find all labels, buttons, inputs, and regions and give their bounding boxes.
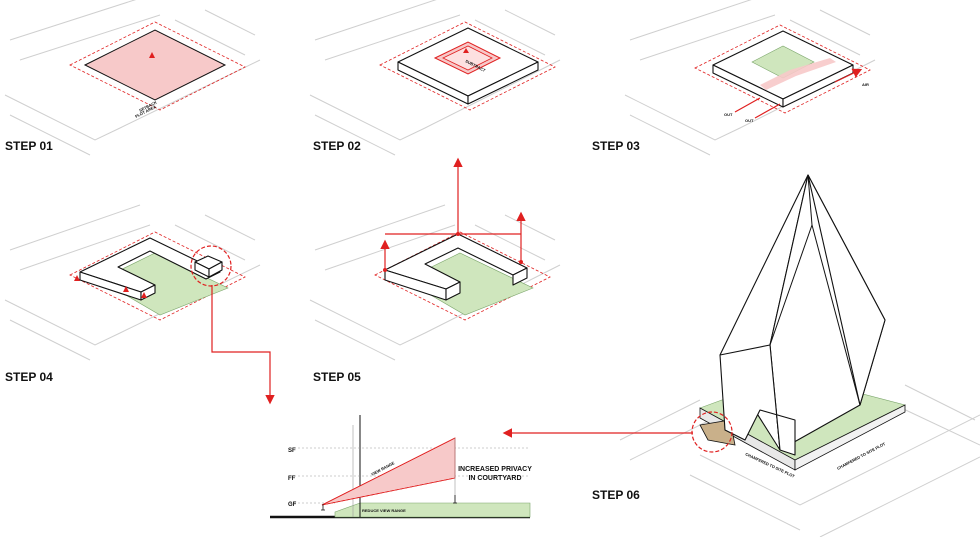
privacy-text-line2: IN COURTYARD: [468, 475, 521, 482]
level-sf: SF: [288, 448, 296, 454]
level-ff: FF: [288, 476, 296, 482]
chamfer-label-2: CHAMFERED TO SITE PLOT: [836, 441, 886, 471]
step-06-label: STEP 06: [592, 488, 640, 502]
step-05-diagram: [309, 157, 561, 361]
step-03-diagram: OUT OUT AIR: [624, 0, 876, 156]
step-06-diagram: CHAMFERED TO SITE PLOT CHAMFERED TO SITE…: [619, 174, 980, 537]
step-01-label: STEP 01: [5, 139, 53, 153]
step-03-label: STEP 03: [592, 139, 640, 153]
step-04-label: STEP 04: [5, 370, 53, 384]
air-label: AIR: [862, 82, 869, 87]
out-label-1: OUT: [724, 112, 733, 117]
section-detail: SF FF GF VIEW RANGE REDUCE VIEW RANGE IN…: [270, 415, 532, 519]
step-05-label: STEP 05: [313, 370, 361, 384]
step-02-diagram: SUBTRACT: [309, 0, 561, 156]
level-gf: GF: [288, 502, 297, 508]
out-label-2: OUT: [745, 118, 754, 123]
step-01-diagram: SETBACK PLOT AREA: [4, 0, 261, 156]
privacy-text-line1: INCREASED PRIVACY: [458, 466, 532, 473]
reduce-view-range-label: REDUCE VIEW RANGE: [362, 508, 406, 513]
step-04-diagram: [4, 204, 261, 361]
connector-arrow-step04: [211, 285, 275, 405]
step-02-label: STEP 02: [313, 139, 361, 153]
